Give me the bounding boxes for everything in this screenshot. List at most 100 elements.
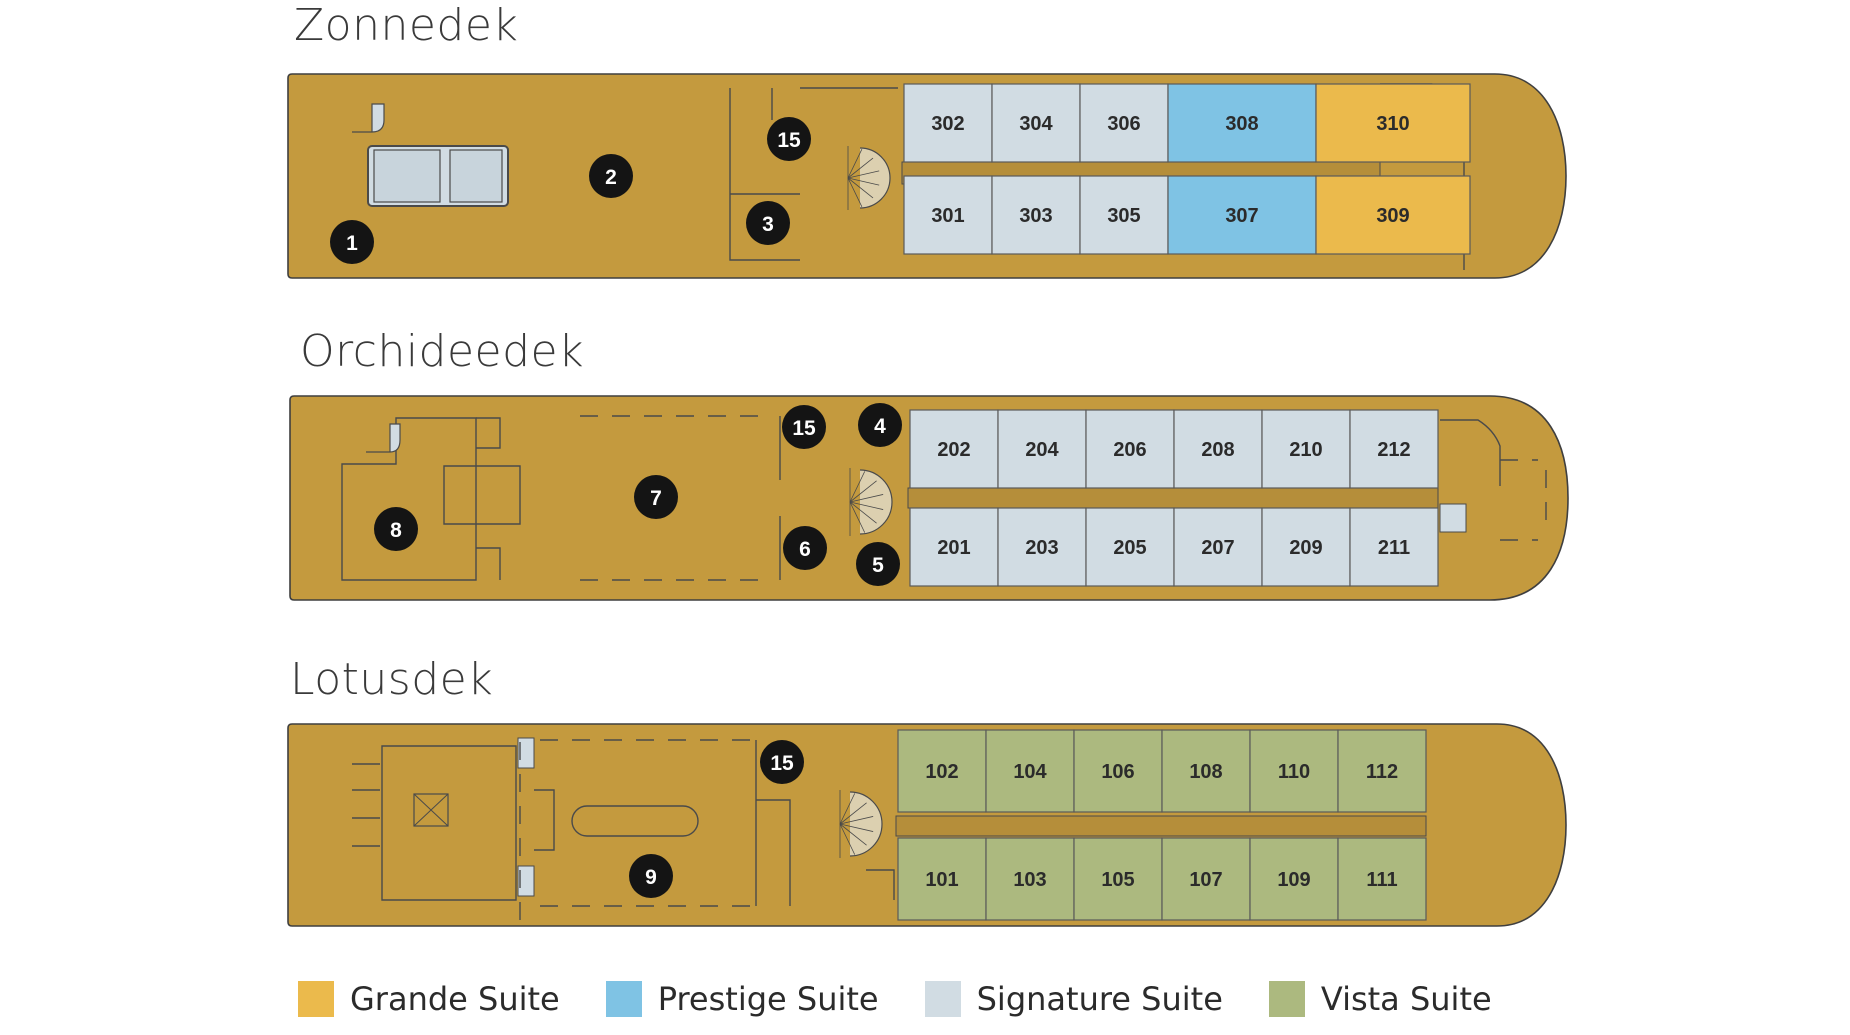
cabin-label-306: 306 bbox=[1107, 113, 1140, 135]
legend-swatch-vista bbox=[1268, 981, 1305, 1017]
legend-swatch-prestige bbox=[605, 981, 642, 1017]
marker-label-15-zonnedek: 15 bbox=[777, 129, 801, 152]
marker-label-15-orchideedek: 15 bbox=[792, 417, 816, 440]
spiral-step bbox=[839, 793, 856, 825]
cabin-label-207: 207 bbox=[1201, 537, 1234, 559]
legend-item-vista: Vista Suite bbox=[1268, 980, 1492, 1018]
marker-5-orchideedek bbox=[856, 542, 900, 586]
counter-lotusdek bbox=[534, 789, 555, 851]
cabin-305 bbox=[1079, 175, 1169, 255]
marker-label-9-lotusdek: 9 bbox=[645, 866, 657, 889]
marker-label-3-zonnedek: 3 bbox=[762, 213, 774, 236]
wall-lotusdek bbox=[755, 740, 791, 906]
marker-15-zonnedek bbox=[767, 117, 811, 161]
cabin-107 bbox=[1161, 837, 1251, 921]
cabin-307 bbox=[1167, 175, 1317, 255]
marker-8-orchideedek bbox=[374, 507, 418, 551]
cabin-label-209: 209 bbox=[1289, 537, 1322, 559]
marker-6-orchideedek bbox=[783, 526, 827, 570]
spiral-stair-zonnedek bbox=[859, 147, 891, 209]
legend-label-signature: Signature Suite bbox=[976, 980, 1223, 1018]
marker-9-lotusdek bbox=[629, 854, 673, 898]
cabin-label-205: 205 bbox=[1113, 537, 1146, 559]
cabin-label-104: 104 bbox=[1013, 761, 1047, 783]
marker-7-orchideedek bbox=[634, 475, 678, 519]
cabin-label-201: 201 bbox=[937, 537, 970, 559]
cabin-label-309: 309 bbox=[1376, 205, 1409, 227]
corridor-lotusdek bbox=[895, 815, 1427, 837]
cabin-label-202: 202 bbox=[937, 439, 970, 461]
cabin-306 bbox=[1079, 83, 1169, 163]
legend-swatch-signature bbox=[924, 981, 961, 1017]
cabin-label-304: 304 bbox=[1019, 113, 1053, 135]
cabin-206 bbox=[1085, 409, 1175, 489]
spiral-step bbox=[849, 471, 866, 503]
cabin-103 bbox=[985, 837, 1075, 921]
cabin-205 bbox=[1085, 507, 1175, 587]
lounge-wall-lotusdek bbox=[381, 745, 517, 901]
cabin-109 bbox=[1249, 837, 1339, 921]
wall-zonnedek-2 bbox=[771, 87, 898, 120]
cabin-204 bbox=[997, 409, 1087, 489]
cabin-label-310: 310 bbox=[1376, 113, 1409, 135]
cabin-label-203: 203 bbox=[1025, 537, 1058, 559]
column-lotusdek bbox=[413, 793, 449, 827]
deck-title-lotusdek: Lotusdek bbox=[290, 654, 494, 705]
cabin-label-102: 102 bbox=[925, 761, 958, 783]
cabin-303 bbox=[991, 175, 1081, 255]
pool-jacuzzi bbox=[449, 149, 503, 203]
cabin-label-109: 109 bbox=[1277, 869, 1310, 891]
marker-15-orchideedek bbox=[782, 405, 826, 449]
cabin-label-212: 212 bbox=[1377, 439, 1410, 461]
legend-item-grande: Grande Suite bbox=[298, 980, 560, 1018]
marker-2-zonnedek bbox=[589, 154, 633, 198]
marker-label-1-zonnedek: 1 bbox=[346, 232, 358, 255]
cabin-202 bbox=[909, 409, 999, 489]
marker-label-7-orchideedek: 7 bbox=[650, 487, 662, 510]
spiral-step bbox=[839, 823, 874, 832]
spiral-step bbox=[847, 177, 863, 208]
cabin-label-107: 107 bbox=[1189, 869, 1222, 891]
bow-stair-orchideedek bbox=[1439, 503, 1467, 533]
cabin-201 bbox=[909, 507, 999, 587]
cabin-label-101: 101 bbox=[925, 869, 958, 891]
cabin-302 bbox=[903, 83, 993, 163]
detail-layer bbox=[341, 83, 1547, 920]
lockers-lotusdek bbox=[352, 763, 380, 847]
spiral-step bbox=[849, 501, 877, 524]
spiral-step bbox=[839, 816, 874, 825]
legend-swatch-grande bbox=[298, 981, 334, 1017]
marker-label-6-orchideedek: 6 bbox=[799, 538, 811, 561]
marker-4-orchideedek bbox=[858, 403, 902, 447]
bar-orchideedek bbox=[443, 465, 521, 525]
cabin-110 bbox=[1249, 729, 1339, 813]
cabin-210 bbox=[1261, 409, 1351, 489]
legend: Grande Suite Prestige Suite Signature Su… bbox=[298, 980, 1538, 1018]
spiral-step bbox=[847, 177, 874, 199]
cabin-106 bbox=[1073, 729, 1163, 813]
spiral-step bbox=[847, 177, 880, 186]
cabin-label-302: 302 bbox=[931, 113, 964, 135]
spiral-step bbox=[849, 501, 884, 510]
cabin-label-111: 111 bbox=[1366, 869, 1397, 891]
cabin-310 bbox=[1315, 83, 1471, 163]
cabin-108 bbox=[1161, 729, 1251, 813]
marker-label-15-lotusdek: 15 bbox=[770, 752, 794, 775]
cabin-label-103: 103 bbox=[1013, 869, 1046, 891]
corridor-orchideedek bbox=[907, 487, 1439, 509]
cabin-102 bbox=[897, 729, 987, 813]
spiral-step bbox=[849, 480, 877, 503]
cabin-label-206: 206 bbox=[1113, 439, 1146, 461]
cabin-label-307: 307 bbox=[1225, 205, 1258, 227]
cabin-112 bbox=[1337, 729, 1427, 813]
legend-label-vista: Vista Suite bbox=[1320, 980, 1492, 1018]
deck-title-orchideedek: Orchideedek bbox=[300, 326, 585, 377]
spiral-step bbox=[839, 823, 856, 855]
legend-label-grande: Grande Suite bbox=[350, 980, 560, 1018]
cabin-label-105: 105 bbox=[1101, 869, 1134, 891]
stair-aft-zonnedek bbox=[352, 103, 385, 133]
spiral-step bbox=[847, 157, 874, 179]
cabin-label-208: 208 bbox=[1201, 439, 1234, 461]
